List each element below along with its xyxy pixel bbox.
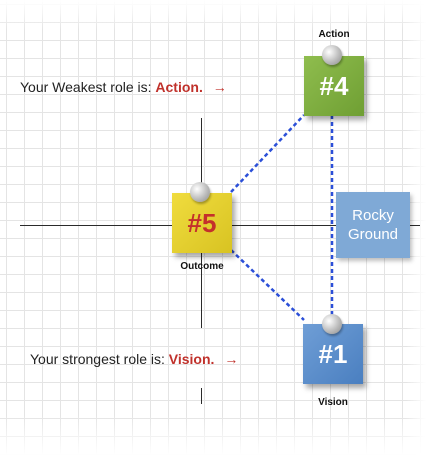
grid-fade-right [406,0,426,455]
strongest-role-prefix: Your strongest role is: [30,351,165,367]
pushpin-icon [190,182,210,202]
rocky-ground-line-2: Ground [347,226,399,243]
weakest-role-statement: Your Weakest role is: Action. → [20,79,227,95]
outcome-sticky-note: #5 [172,193,232,253]
rocky-ground-box: Rocky Ground [336,192,410,258]
rocky-ground-line-1: Rocky [352,207,394,224]
pushpin-icon [322,45,342,65]
connector-outcome-vision [230,249,305,321]
weakest-role-name: Action. [155,79,203,95]
vertical-axis-lower-segment [201,388,202,404]
vision-caption: Vision [318,397,348,408]
action-note-label: #4 [319,70,349,101]
grid-fade-top [0,0,426,30]
right-arrow-icon: → [212,79,227,95]
action-caption: Action [318,29,350,40]
grid-fade-bottom [0,415,426,455]
right-arrow-icon: → [224,351,239,367]
weakest-role-prefix: Your Weakest role is: [20,79,152,95]
vision-sticky-note: #1 [303,324,363,384]
strongest-role-statement: Your strongest role is: Vision. → [30,351,238,367]
vision-note-label: #1 [318,338,348,369]
connector-outcome-action [230,114,305,193]
pushpin-icon [322,314,342,334]
strongest-role-name: Vision. [168,351,215,367]
outcome-caption: Outcome [180,261,224,272]
action-sticky-note: #4 [304,56,364,116]
outcome-note-label: #5 [187,207,217,238]
